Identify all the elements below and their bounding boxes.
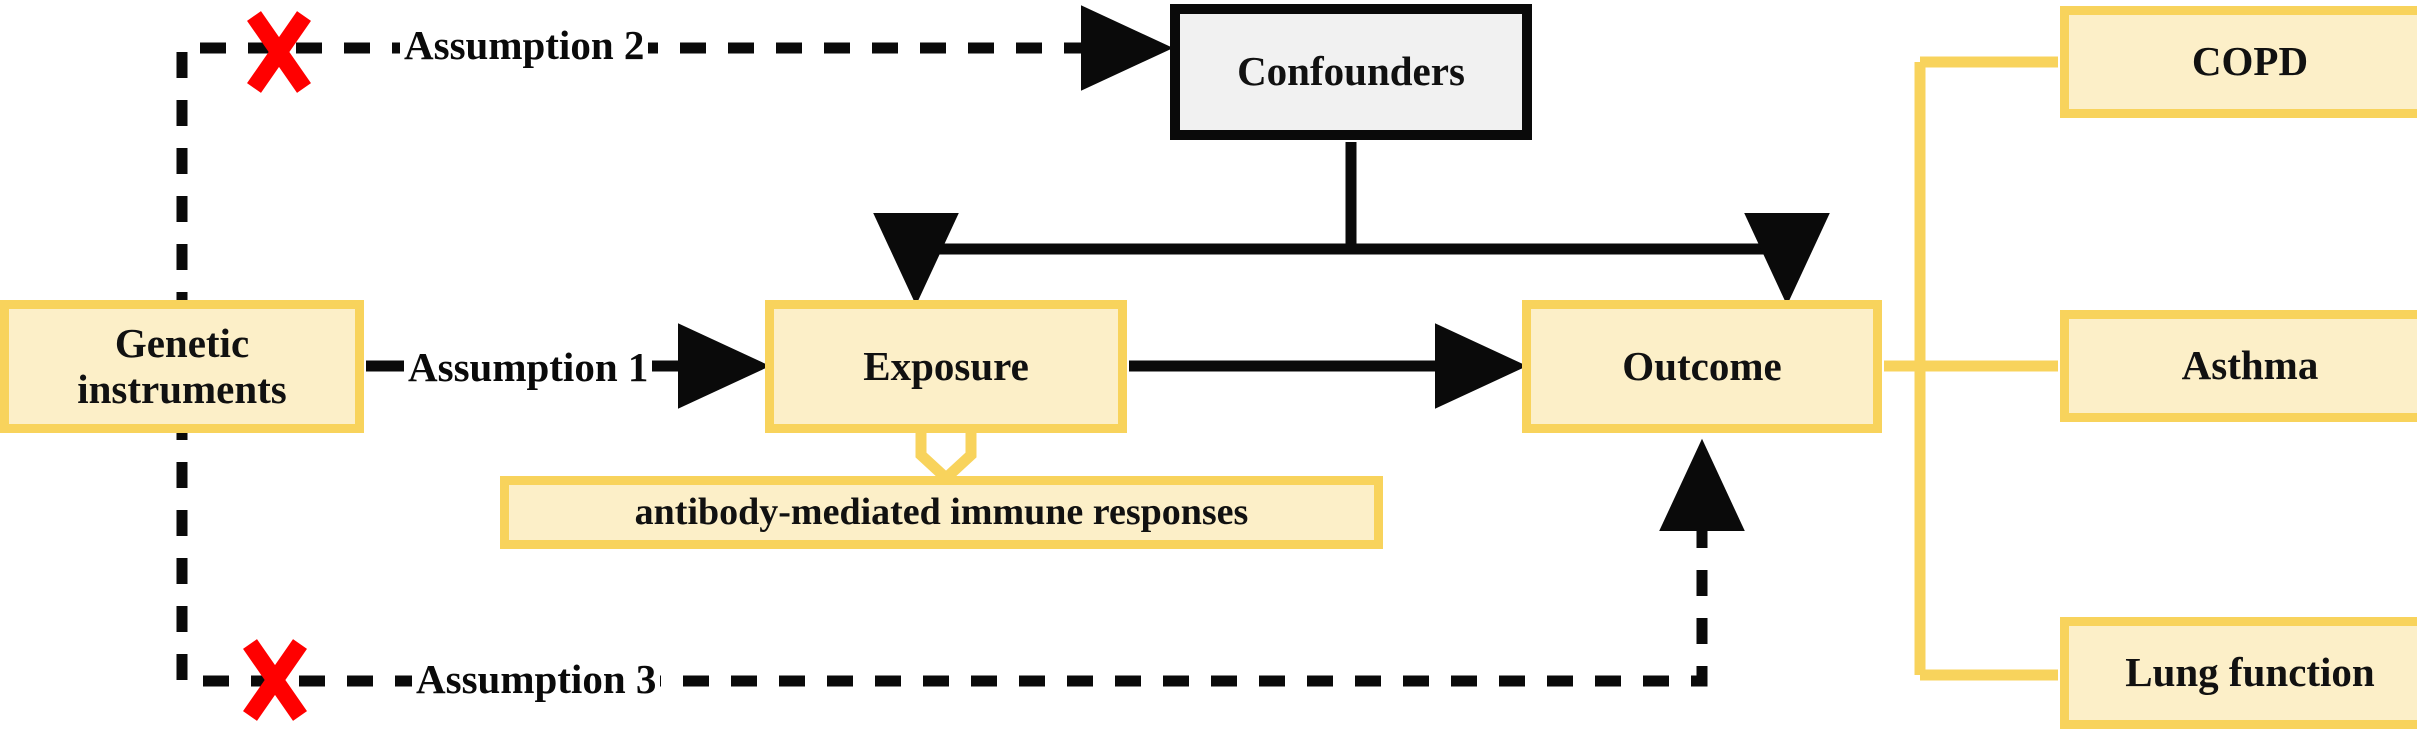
- node-outcome: Outcome: [1522, 300, 1882, 433]
- node-exposure: Exposure: [765, 300, 1127, 433]
- node-mediator-label: antibody-mediated immune responses: [634, 491, 1249, 534]
- node-outcome-label: Outcome: [1622, 342, 1782, 389]
- edge-label-assumption-3: Assumption 3: [412, 655, 661, 703]
- node-lung-function-label: Lung function: [2125, 649, 2375, 696]
- edge-label-assumption-1: Assumption 1: [404, 343, 653, 391]
- node-outcome-asthma: Asthma: [2060, 310, 2417, 422]
- node-genetic-instruments: Genetic instruments: [0, 300, 364, 433]
- assumption-3-violation-icon: [243, 639, 307, 721]
- node-copd-label: COPD: [2191, 38, 2309, 85]
- bracket-outcome-to-results: [1884, 56, 2058, 681]
- node-genetic-instruments-line2: instruments: [77, 365, 287, 412]
- node-mediator-antibody-responses: antibody-mediated immune responses: [500, 476, 1383, 549]
- node-confounders-label: Confounders: [1237, 48, 1465, 95]
- edge-label-assumption-2: Assumption 2: [400, 21, 649, 69]
- node-genetic-instruments-line1: Genetic: [114, 319, 250, 366]
- node-outcome-lung-function: Lung function: [2060, 617, 2417, 729]
- node-asthma-label: Asthma: [2181, 342, 2319, 389]
- chevron-exposure-to-mediator: [915, 432, 977, 486]
- node-confounders: Confounders: [1170, 4, 1532, 140]
- edge-confounders-split: [916, 142, 1787, 255]
- node-exposure-label: Exposure: [863, 342, 1029, 389]
- edge-assumption-3: [176, 366, 1745, 687]
- assumption-2-violation-icon: [247, 11, 311, 93]
- edge-assumption-2: [176, 5, 1174, 366]
- node-outcome-copd: COPD: [2060, 6, 2417, 118]
